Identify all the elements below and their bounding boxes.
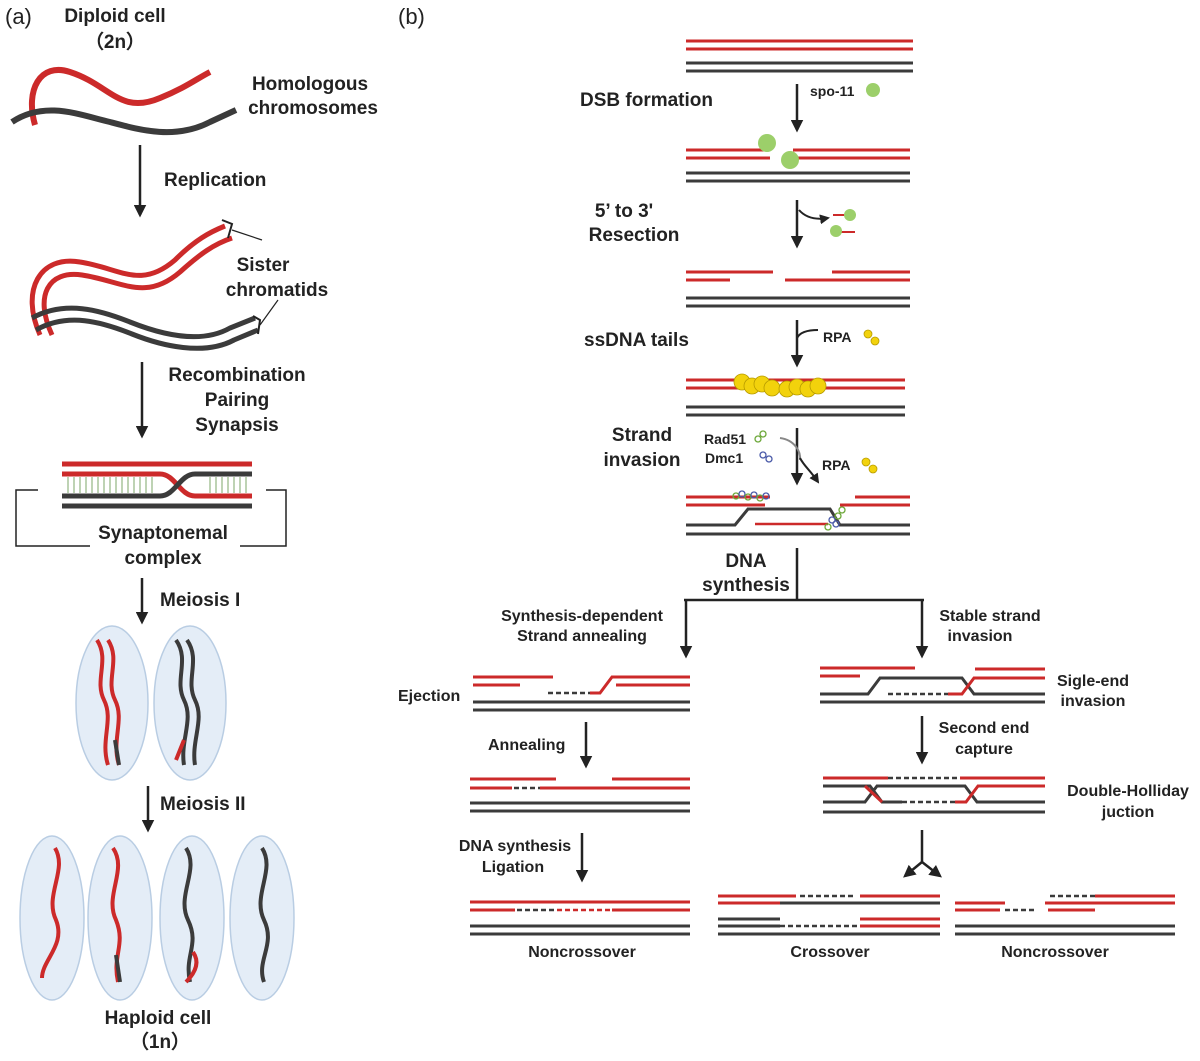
- synapsis-label: Synapsis: [195, 415, 278, 436]
- haploid-title: Haploid cell: [105, 1008, 212, 1029]
- rpa-icon: [863, 329, 873, 339]
- stable-invasion-label-1: Stable strand: [939, 608, 1040, 625]
- resection-label-2: Resection: [589, 225, 680, 246]
- spo11-label: spo-11: [810, 83, 855, 99]
- second-end-label-2: capture: [955, 741, 1013, 758]
- panel-b-label: (b): [398, 4, 425, 29]
- rpa-label-2: RPA: [822, 457, 851, 473]
- resection-release-arrow: [798, 209, 830, 225]
- dsb-label: DSB formation: [580, 90, 713, 111]
- dmc1-label: Dmc1: [705, 450, 743, 466]
- resolution-arrows: [903, 830, 942, 878]
- homologous-label-1: Homologous: [252, 74, 368, 95]
- double-holliday-dna: [823, 776, 1045, 814]
- resected-dna: [686, 270, 910, 308]
- sc-label-2: complex: [124, 548, 202, 569]
- haploid-cells: [19, 835, 295, 1001]
- dhj-label-1: Double-Holliday: [1067, 783, 1189, 800]
- dhj-label-2: juction: [1101, 804, 1154, 821]
- pairing-label: Pairing: [205, 390, 269, 411]
- ejection-dna: [473, 675, 690, 712]
- rad51-label: Rad51: [704, 431, 746, 447]
- second-end-label-1: Second end: [939, 720, 1030, 737]
- branch-arrows: [679, 548, 929, 659]
- diploid-ploidy: （2n）: [85, 30, 145, 53]
- spo11-protein-icon: [866, 83, 880, 97]
- single-end-invasion-dna: [820, 666, 1045, 704]
- replication-label: Replication: [164, 170, 266, 191]
- rpa-label-1: RPA: [823, 329, 852, 345]
- homologous-label-2: chromosomes: [248, 98, 378, 119]
- diploid-title: Diploid cell: [64, 6, 165, 27]
- crossover-label: Crossover: [790, 944, 869, 961]
- noncrossover-left-dna: [470, 900, 690, 936]
- sdsa-label-1: Synthesis-dependent: [501, 608, 663, 625]
- sc-label-1: Synaptonemal: [98, 523, 228, 544]
- single-end-label-2: invasion: [1061, 693, 1126, 710]
- dmc1-icon: [759, 451, 767, 459]
- ssdna-label: ssDNA tails: [584, 330, 689, 351]
- synaptonemal-complex: [15, 461, 287, 547]
- rpa-release-arrow: [799, 457, 820, 484]
- noncrossover-left-label: Noncrossover: [528, 944, 636, 961]
- panel-b: (b) DSB formation spo-11: [398, 4, 1189, 961]
- meiosis1-cells: [75, 625, 227, 781]
- strand-invasion-label-1: Strand: [612, 425, 672, 446]
- panel-a-label: (a): [5, 4, 32, 29]
- annealed-dna: [470, 777, 690, 813]
- recombination-label: Recombination: [168, 365, 305, 386]
- sister-chromatids: [29, 219, 279, 351]
- meiosis2-label: Meiosis II: [160, 794, 246, 815]
- d-loop-dna: [686, 490, 910, 536]
- panel-a: (a) Diploid cell （2n） Homologous chromos…: [5, 4, 378, 1053]
- synthesis-ligation-label-1: DNA synthesis: [459, 838, 571, 855]
- rpa-coated-dna: [686, 373, 905, 417]
- single-end-label-1: Sigle-end: [1057, 673, 1129, 690]
- released-spo11: [830, 209, 856, 237]
- noncrossover-right-label: Noncrossover: [1001, 944, 1109, 961]
- sister-label-1: Sister: [237, 255, 290, 276]
- intact-dna: [686, 39, 913, 73]
- synthesis-ligation-label-2: Ligation: [482, 859, 544, 876]
- sister-label-2: chromatids: [226, 280, 328, 301]
- rad51-input-line: [779, 437, 802, 461]
- haploid-ploidy: （1n）: [130, 1030, 190, 1053]
- noncrossover-right-dna: [955, 894, 1175, 936]
- ejection-label: Ejection: [398, 688, 460, 705]
- meiosis1-label: Meiosis I: [160, 590, 240, 611]
- annealing-label: Annealing: [488, 737, 565, 754]
- strand-invasion-label-2: invasion: [603, 450, 680, 471]
- resection-label-1: 5’ to 3': [595, 201, 653, 222]
- dna-synthesis-label-1: DNA: [725, 551, 766, 572]
- rad51-icon: [754, 435, 762, 443]
- rpa-input-line: [796, 329, 819, 339]
- dsb-dna: [686, 134, 910, 183]
- homologous-chromosomes: [10, 67, 238, 136]
- dna-synthesis-label-2: synthesis: [702, 575, 790, 596]
- crossover-dna: [718, 894, 940, 936]
- stable-invasion-label-2: invasion: [948, 628, 1013, 645]
- sdsa-label-2: Strand annealing: [517, 628, 647, 645]
